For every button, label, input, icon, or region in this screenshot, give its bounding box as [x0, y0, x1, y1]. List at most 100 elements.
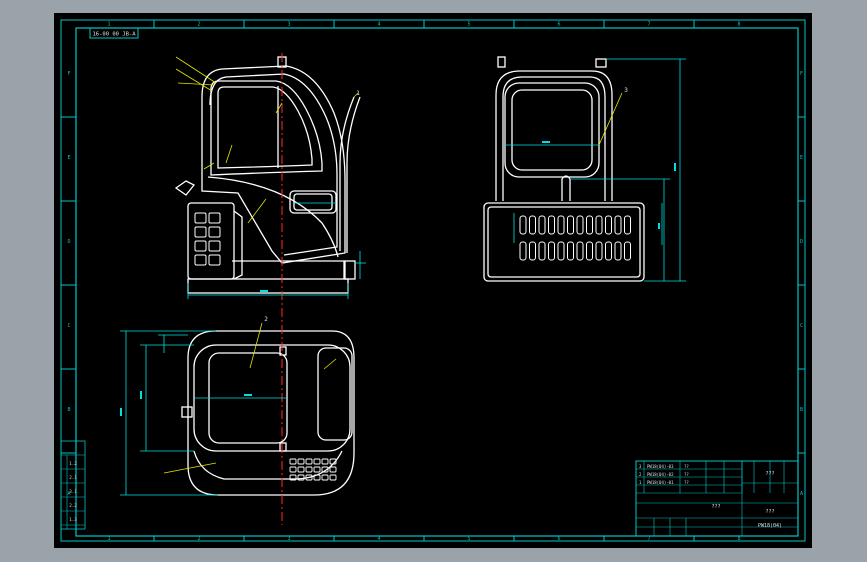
- window-frame-inner: [217, 86, 313, 169]
- tb-name-cell: ???: [711, 504, 720, 510]
- rear-lower-body: [483, 202, 645, 282]
- balloon-top-2: 2: [264, 316, 268, 323]
- leader-side-f: [225, 144, 233, 164]
- revision-row-3: 3.1: [69, 489, 77, 494]
- revision-block: 1.2 2.1 3.1 2.2 1.3: [60, 440, 86, 530]
- rear-antenna-right: [595, 58, 607, 68]
- outer-border: [60, 19, 806, 542]
- zone-bottom-3: 3: [287, 536, 290, 542]
- rear-view: [483, 56, 645, 282]
- zone-ticks: [61, 20, 805, 541]
- leader-side-d: [247, 198, 267, 224]
- rear-vent-slot: [538, 241, 546, 261]
- zone-bottom-5: 5: [467, 536, 470, 542]
- tb-row2-name: ??: [684, 472, 689, 477]
- cab-inner-outline: [209, 73, 338, 256]
- rear-vent-slot: [614, 241, 622, 261]
- drawing-code: 16-00 00 JB-A: [92, 32, 136, 38]
- rear-vent-slot: [595, 215, 603, 235]
- rear-vent-slot: [586, 241, 593, 261]
- title-block-border: [635, 460, 799, 537]
- window-frame-outer: [210, 80, 323, 176]
- top-hatch: [317, 347, 353, 441]
- leaders: [163, 56, 623, 474]
- top-vent: [313, 458, 321, 465]
- rear-cab-inner: [502, 76, 606, 201]
- title-block: 3 PW18(04)-03 ?? 2 PW18(04)-02 ?? 1 PW18…: [635, 460, 799, 537]
- rear-step: [344, 260, 356, 280]
- top-bottom-curve: [193, 450, 343, 480]
- rear-vents: [519, 215, 631, 261]
- drawing-frame: [60, 19, 806, 542]
- dim-mark-rear-upper: [658, 223, 660, 229]
- side-small-window-inner: [293, 193, 333, 211]
- zone-bottom-7: 7: [647, 536, 650, 542]
- rear-vent-slot: [567, 215, 574, 235]
- side-vent: [208, 240, 221, 252]
- revision-row-1: 1.2: [69, 461, 77, 466]
- top-marker-b: [279, 442, 287, 452]
- top-vent: [305, 458, 313, 465]
- side-vent: [194, 212, 207, 224]
- leader-side-g: [203, 162, 215, 170]
- rear-pillar: [339, 96, 355, 251]
- rear-vent-slot: [614, 215, 622, 235]
- rear-lower-body-inner: [487, 206, 641, 278]
- tb-row3-name: ??: [684, 480, 689, 485]
- zone-top-3: 3: [287, 22, 290, 28]
- rear-vent-slot: [529, 241, 536, 261]
- side-vent: [208, 212, 221, 224]
- balloons: 1 3 2: [264, 87, 628, 323]
- revision-row-4: 2.2: [69, 503, 77, 508]
- rear-vent-slot: [576, 241, 584, 261]
- zone-bottom-8: 8: [737, 536, 740, 542]
- rear-window-outer: [504, 82, 600, 178]
- lower-sweep: [207, 176, 339, 258]
- zone-top-2: 2: [197, 22, 200, 28]
- tb-row2-code: PW18(04)-02: [647, 472, 674, 477]
- tb-company-cell: ???: [765, 509, 774, 515]
- zone-right-C: C: [800, 323, 803, 329]
- top-vent: [329, 474, 337, 481]
- side-vent: [208, 226, 221, 238]
- zone-right-B: B: [800, 407, 803, 413]
- rear-cab-outline: [495, 70, 613, 201]
- tb-row3-mark: 1: [639, 480, 642, 485]
- tb-row1-code: PW18(04)-03: [647, 464, 674, 469]
- top-vent: [297, 466, 305, 473]
- side-console-vents: [194, 212, 221, 266]
- top-vent: [305, 474, 313, 481]
- rear-vent-slot: [567, 241, 574, 261]
- leader-rear-3: [598, 92, 623, 146]
- tb-row2-mark: 2: [639, 472, 642, 477]
- revision-row-2: 2.1: [69, 475, 77, 480]
- dim-mark-top-inner: [140, 391, 142, 399]
- rear-antenna-left: [497, 56, 506, 68]
- code-box-border: [89, 27, 139, 39]
- side-view: [174, 56, 361, 294]
- zone-top-8: 8: [737, 22, 740, 28]
- rear-vent-slot: [605, 215, 612, 235]
- rear-vent-slot: [595, 241, 603, 261]
- zone-top-7: 7: [647, 22, 650, 28]
- rear-pillar-inner: [346, 96, 361, 253]
- top-vent: [289, 474, 297, 481]
- top-vent: [329, 466, 337, 473]
- rear-center-post: [561, 175, 571, 201]
- zone-bottom-2: 2: [197, 536, 200, 542]
- side-mirror: [174, 180, 196, 196]
- cad-drawing: 1 2 3 4 5 6 7 8 1 2 3 4 5 6 7 8 F E D C …: [60, 19, 806, 543]
- leader-top-b: [323, 358, 337, 370]
- zone-top-6: 6: [557, 22, 560, 28]
- top-vent: [313, 466, 321, 473]
- rear-vent-slot: [529, 215, 536, 235]
- side-small-window: [289, 190, 337, 214]
- side-console-bevel: [233, 210, 243, 280]
- rear-vent-slot: [538, 215, 546, 235]
- zone-labels: 1 2 3 4 5 6 7 8 1 2 3 4 5 6 7 8 F E D C …: [67, 22, 803, 543]
- rear-vent-slot: [548, 215, 555, 235]
- top-vent: [289, 458, 297, 465]
- zone-top-5: 5: [467, 22, 470, 28]
- zone-bottom-1: 1: [107, 536, 110, 542]
- tb-row3-code: PW18(04)-01: [647, 480, 674, 485]
